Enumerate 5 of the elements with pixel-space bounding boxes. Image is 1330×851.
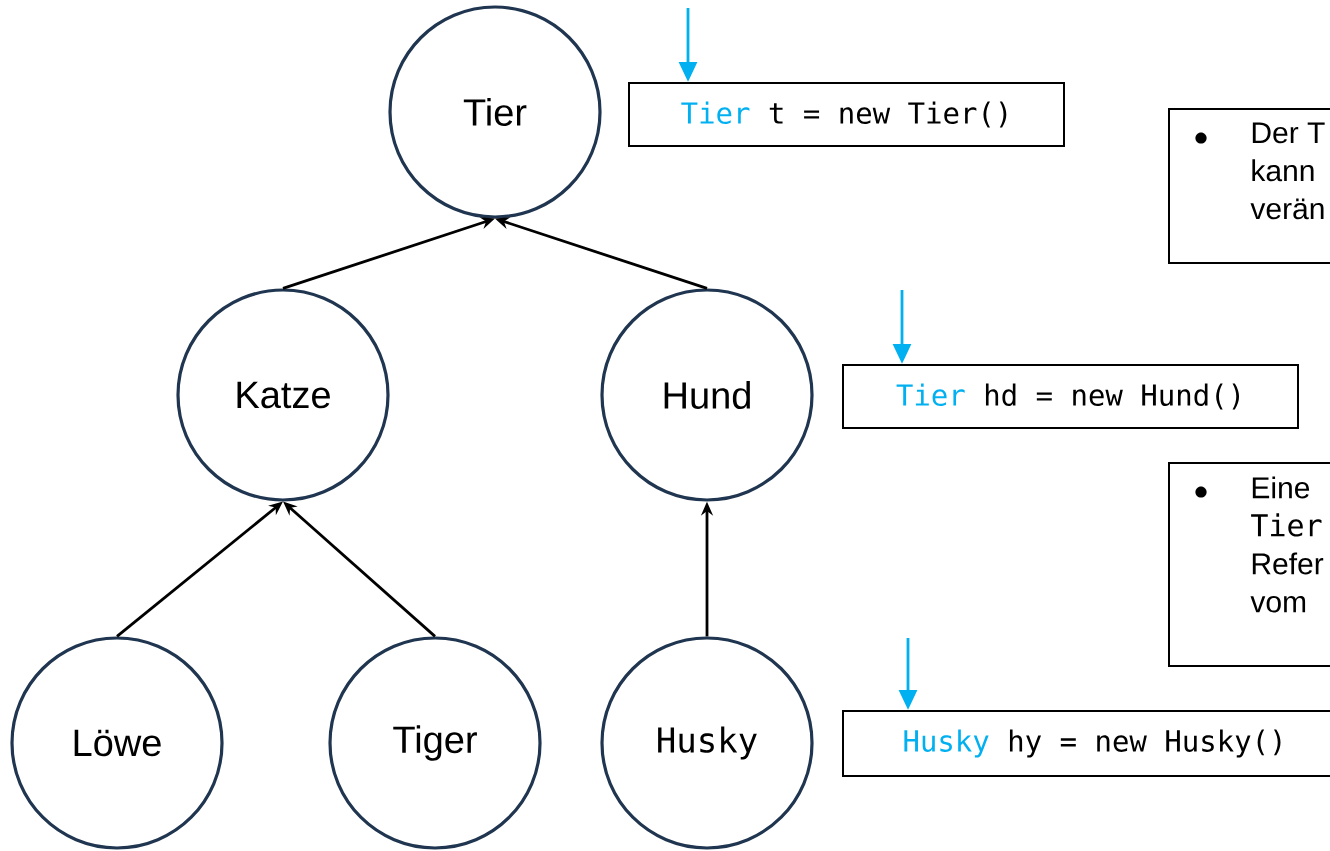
code-box: Tier t = new Tier() [628,82,1065,147]
note-box: Der T kann verän [1168,108,1330,264]
code-box: Husky hy = new Husky() [842,710,1330,777]
note-box: Eine Tier Refer vom [1168,462,1330,667]
code-box: Tier hd = new Hund() [842,364,1299,429]
